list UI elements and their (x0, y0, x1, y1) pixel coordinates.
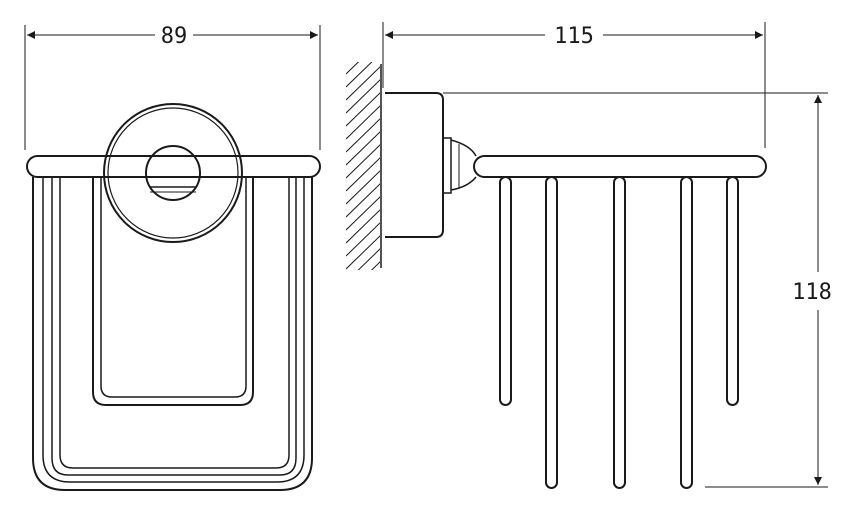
front-width-dimension: 89 (24, 24, 321, 150)
wall-hatch-line (346, 209, 380, 244)
wall-hatch-line (371, 261, 380, 270)
wall (346, 62, 382, 334)
outer-basket (32, 177, 313, 491)
side-top-rail (473, 155, 767, 178)
side-depth-label: 115 (554, 24, 594, 49)
wall-hatch-line (346, 287, 381, 321)
side-depth-dimension: 115 (382, 22, 766, 148)
wall-hatch-line (346, 62, 360, 75)
wall-hatch-line (346, 170, 380, 205)
wall-hatch-line (346, 300, 381, 334)
front-view: 89 (24, 24, 321, 491)
wall-hatch-line (346, 105, 380, 140)
wall-hatch-line (346, 196, 380, 231)
wall-hatch-line (346, 62, 373, 88)
rods (499, 176, 739, 489)
side-view: 115 118 (346, 22, 832, 489)
wall-hatch-line (346, 118, 380, 153)
wall-hatch-line (357, 248, 380, 270)
wall-mount (385, 92, 477, 238)
wall-hatch-line (346, 144, 380, 179)
top-rail (26, 155, 321, 178)
inner-loop (92, 177, 254, 406)
wall-hatch-line (346, 131, 380, 166)
front-width-label: 89 (161, 24, 188, 49)
height-dimension: 118 (443, 92, 832, 488)
wall-hatch-line (346, 274, 381, 308)
wall-hatch-line (346, 66, 380, 101)
wall-hatch-line (346, 92, 380, 127)
wall-hatch-line (346, 183, 380, 218)
wall-hatch-line (346, 157, 380, 192)
rosette (103, 103, 243, 243)
wall-hatch-line (346, 222, 380, 257)
height-label: 118 (792, 280, 832, 305)
wall-hatch-line (346, 79, 380, 114)
wall-hatch-line (346, 235, 380, 270)
